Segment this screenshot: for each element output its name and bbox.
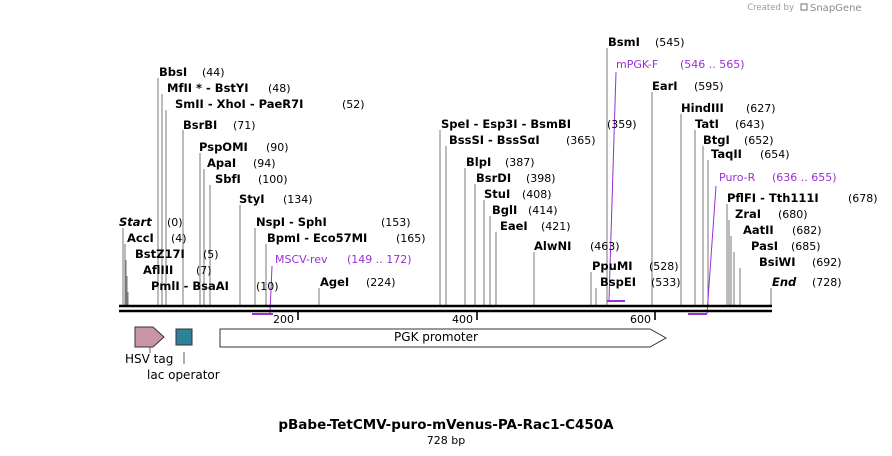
enzyme-label: BsrBI(71) <box>183 118 256 132</box>
enzyme-label: BspEI(533) <box>600 275 681 289</box>
feature-pgk-promoter-arrow <box>219 328 668 348</box>
enzyme-label: EaeI(421) <box>500 219 571 233</box>
ruler-tick-label: 600 <box>630 313 651 326</box>
enzyme-label: BtgI(652) <box>703 133 774 147</box>
feature-label-lac-operator: lac operator <box>147 368 220 382</box>
enzyme-label: TaqII(654) <box>711 147 790 161</box>
enzyme-label: PasI(685) <box>751 239 821 253</box>
credit-brand: SnapGene <box>810 3 862 14</box>
enzyme-label: PpuMI(528) <box>592 259 679 273</box>
enzyme-label: AgeI(224) <box>320 275 396 289</box>
enzyme-label: TatI(643) <box>695 117 765 131</box>
plasmid-title: pBabe-TetCMV-puro-mVenus-PA-Rac1-C450A <box>278 417 614 433</box>
enzyme-label: AccI(4) <box>127 231 187 245</box>
features: HSV tag lac operator PGK promoter <box>125 326 668 382</box>
enzyme-label: SmII - XhoI - PaeR7I(52) <box>175 97 365 111</box>
enzyme-label: PmlI - BsaAI(10) <box>151 279 279 293</box>
primer-labels: mPGK-F(546 .. 565) Puro-R(636 .. 655) MS… <box>275 58 837 266</box>
enzyme-label: ZraI(680) <box>735 207 808 221</box>
enzyme-label: SpeI - Esp3I - BsmBI(359) <box>441 117 637 131</box>
enzyme-label: End(728) <box>772 275 842 289</box>
snapgene-logo-icon <box>800 3 808 11</box>
ruler-tick-label: 200 <box>273 313 294 326</box>
enzyme-label: EarI(595) <box>652 79 724 93</box>
enzyme-label: AatII(682) <box>743 223 822 237</box>
enzyme-label: SbfI(100) <box>215 172 288 186</box>
primer-arrows <box>252 300 707 315</box>
enzyme-label: BlpI(387) <box>466 155 535 169</box>
enzyme-label: AflIII(7) <box>143 263 212 277</box>
enzyme-label: BsmI(545) <box>608 35 685 49</box>
ruler-tick-label: 400 <box>452 313 473 326</box>
enzyme-label: BbsI(44) <box>159 65 225 79</box>
enzyme-label: AlwNI(463) <box>534 239 620 253</box>
feature-label-pgk-promoter: PGK promoter <box>394 330 478 344</box>
enzyme-label: BstZ17I(5) <box>135 247 219 261</box>
credit-text: Created by <box>747 3 794 13</box>
plasmid-length: 728 bp <box>427 434 465 447</box>
enzyme-labels: Start(0) AccI(4) BstZ17I(5) AflIII(7) Pm… <box>119 35 878 293</box>
primer-label: Puro-R(636 .. 655) <box>719 171 837 184</box>
enzyme-label: BglI(414) <box>492 203 558 217</box>
enzyme-label: BsrDI(398) <box>476 171 556 185</box>
primer-label: mPGK-F(546 .. 565) <box>616 58 745 71</box>
enzyme-label: PflFI - Tth111I(678) <box>727 191 878 205</box>
enzyme-leader-lines <box>122 48 772 305</box>
feature-label-hsv-tag: HSV tag <box>125 352 173 366</box>
enzyme-label: Start(0) <box>119 215 183 229</box>
ruler: 200 400 600 <box>273 311 656 326</box>
enzyme-label: HindIII(627) <box>681 101 776 115</box>
enzyme-label: NspI - SphI(153) <box>256 215 411 229</box>
enzyme-label: BssSI - BssSαI(365) <box>449 133 596 147</box>
enzyme-label: MfII * - BstYI(48) <box>167 81 291 95</box>
enzyme-label: BpmI - Eco57MI(165) <box>267 231 426 245</box>
enzyme-label: StyI(134) <box>239 192 313 206</box>
feature-lac-operator-box <box>175 328 193 346</box>
enzyme-label: BsiWI(692) <box>759 255 842 269</box>
primer-label: MSCV-rev(149 .. 172) <box>275 253 412 266</box>
dna-backbone <box>119 304 772 313</box>
enzyme-label: ApaI(94) <box>207 156 276 170</box>
enzyme-label: StuI(408) <box>484 187 552 201</box>
feature-hsv-tag-arrow <box>134 326 165 348</box>
enzyme-label: PspOMI(90) <box>199 140 289 154</box>
